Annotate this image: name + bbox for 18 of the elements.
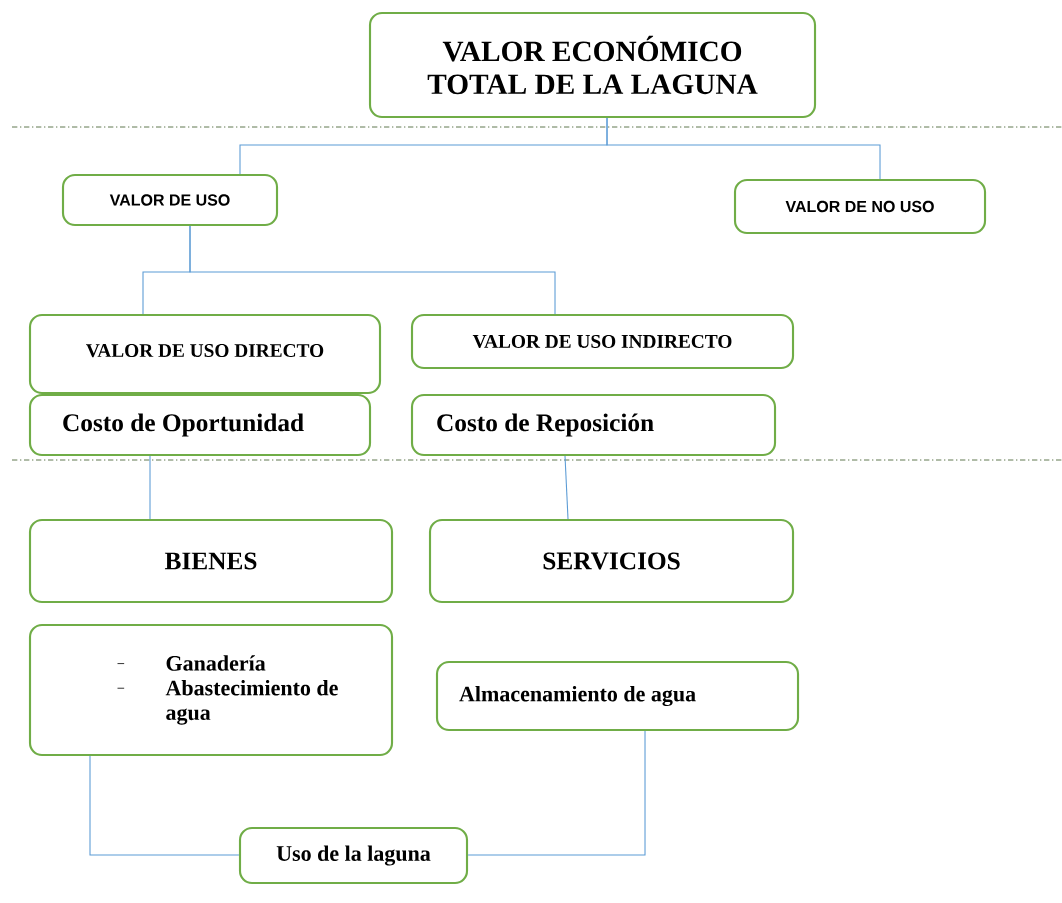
- title-box: VALOR ECONÓMICO TOTAL DE LA LAGUNA: [368, 11, 817, 119]
- connector-line: [149, 455, 151, 520]
- process-box: Costo de Oportunidad: [28, 393, 372, 457]
- connector-line: [564, 455, 569, 520]
- process-box: Uso de la laguna: [238, 826, 469, 885]
- process-box: BIENES: [28, 518, 394, 604]
- process-box: Almacenamiento de agua: [435, 660, 800, 732]
- process-box: VALOR DE USO DIRECTO: [28, 313, 382, 395]
- process-box: VALOR DE USO: [61, 173, 279, 227]
- connector-line: [89, 755, 240, 856]
- process-box: VALOR DE USO INDIRECTO: [410, 313, 795, 370]
- process-box: Costo de Reposición: [410, 393, 777, 457]
- list-box: Ganadería Abastecimiento de agua: [28, 623, 394, 757]
- process-box: SERVICIOS: [428, 518, 795, 604]
- process-box: VALOR DE NO USO: [733, 178, 987, 235]
- connector-line: [189, 225, 556, 315]
- connector-line: [606, 117, 881, 180]
- connector-line: [467, 730, 646, 856]
